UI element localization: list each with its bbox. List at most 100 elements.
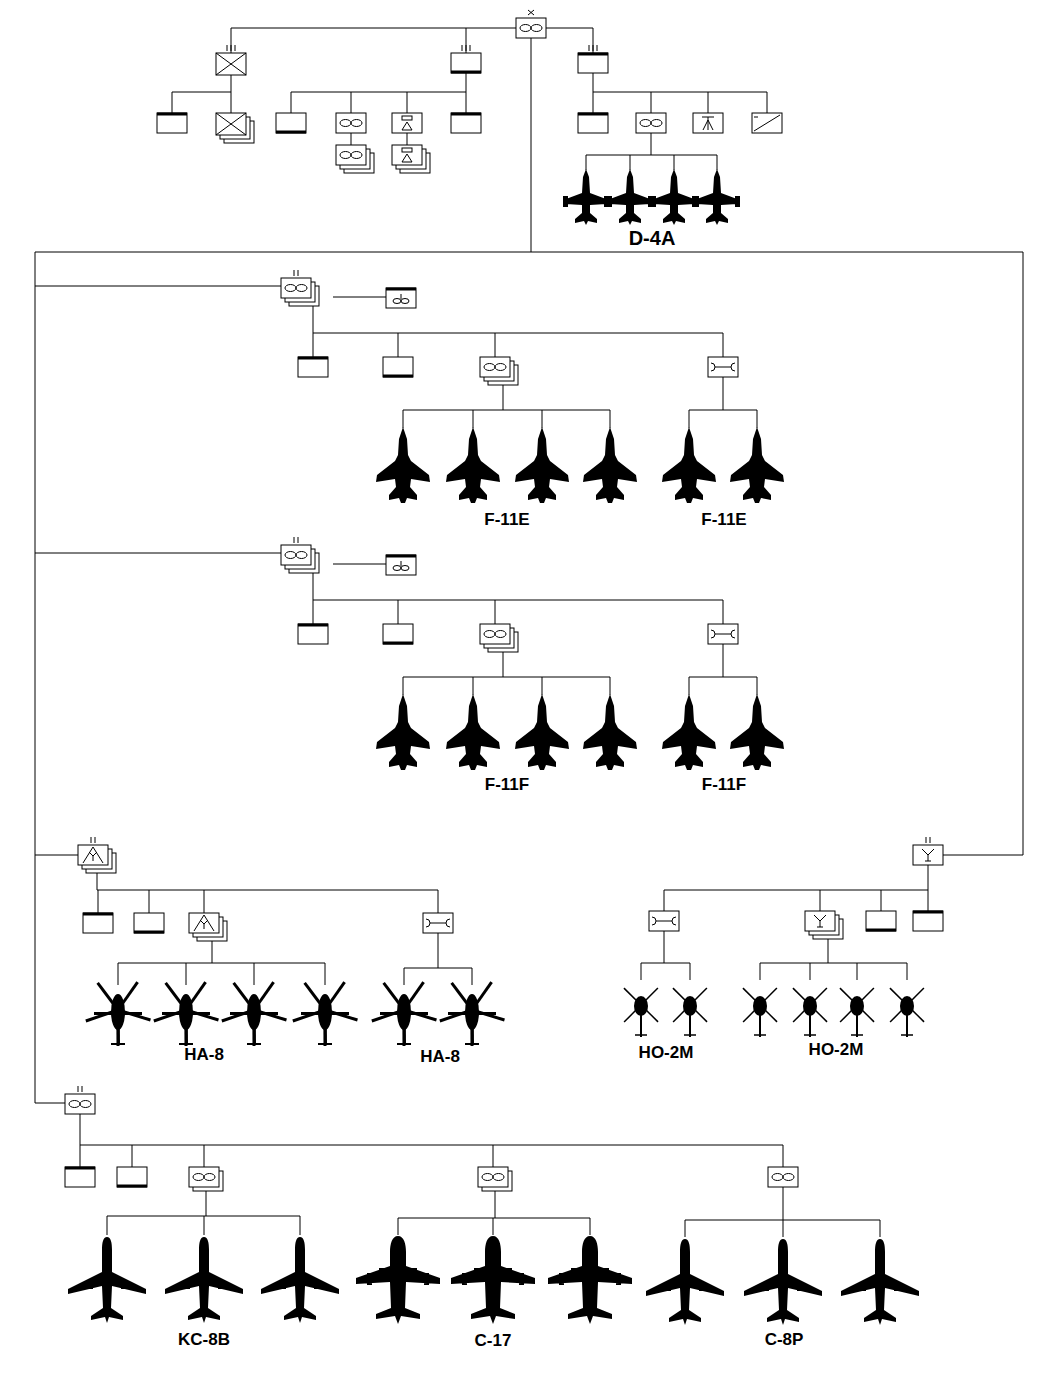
airfield-symbol — [401, 299, 409, 304]
symbol-stroke — [656, 921, 672, 922]
utility-helicopter-silhouette — [793, 988, 827, 1037]
org-line — [630, 155, 631, 170]
org-line — [313, 573, 314, 600]
symbol-stroke — [451, 113, 481, 116]
symbol-stroke — [294, 537, 295, 543]
symbol-stroke — [247, 1043, 261, 1045]
unit-symbol — [451, 45, 481, 73]
aircraft-type-label: F-11E — [484, 510, 529, 530]
unit-frame — [65, 1094, 95, 1114]
unit-frame — [423, 913, 453, 933]
org-line — [783, 1187, 784, 1220]
symbol-stroke — [820, 921, 821, 927]
symbol-stroke — [157, 113, 187, 116]
unit-symbol — [157, 113, 187, 133]
org-line — [664, 890, 665, 911]
org-line — [313, 306, 314, 333]
symbol-stroke — [462, 45, 463, 51]
symbol-stroke — [702, 117, 714, 118]
symbol-stroke — [401, 561, 402, 566]
helicopter-tail — [253, 1024, 256, 1046]
unit-symbol — [189, 1167, 223, 1191]
symbol-stroke — [913, 911, 943, 914]
symbol-stroke — [134, 931, 164, 934]
fighter-silhouette — [376, 694, 430, 770]
aircraft-type-label: F-11F — [485, 775, 529, 795]
airliner-silhouette — [68, 1237, 146, 1323]
org-line — [810, 963, 811, 980]
symbol-stroke — [111, 1043, 125, 1045]
org-line — [689, 410, 690, 428]
helicopter-tail — [185, 1024, 188, 1046]
symbol-stroke — [528, 10, 534, 15]
unit-frame — [83, 913, 113, 933]
org-line — [172, 92, 231, 93]
org-line — [664, 931, 665, 963]
org-line — [717, 155, 718, 170]
unit-symbol — [913, 911, 943, 931]
unit-frame — [451, 113, 481, 133]
org-line — [542, 677, 543, 695]
unit-symbol — [478, 1167, 512, 1191]
org-line — [546, 28, 593, 53]
org-line — [757, 410, 758, 428]
org-line — [493, 1145, 494, 1167]
org-line — [291, 92, 466, 93]
unit-symbol — [134, 913, 164, 933]
aviation-symbol — [193, 1174, 204, 1181]
aviation-symbol — [772, 1174, 783, 1181]
org-line — [610, 410, 611, 428]
fighter-silhouette — [446, 427, 500, 503]
symbol-stroke — [866, 929, 896, 932]
unit-symbol — [65, 1167, 95, 1187]
helicopter-tail — [759, 1013, 761, 1037]
org-line — [333, 297, 386, 298]
unit-frame — [708, 624, 738, 644]
unit-symbol — [83, 913, 113, 933]
org-line — [438, 933, 439, 968]
unit-frame — [649, 911, 679, 931]
symbol-stroke — [276, 131, 306, 134]
unit-symbol — [516, 10, 546, 38]
aviation-symbol — [204, 1174, 215, 1181]
helicopter-tail — [471, 1024, 474, 1046]
wire-layer — [35, 28, 1023, 1237]
org-line — [313, 333, 314, 357]
aircraft-type-label: HA-8 — [184, 1045, 224, 1065]
unit-symbol — [117, 1167, 147, 1187]
unit-symbol — [480, 357, 518, 385]
unit-symbol — [189, 913, 227, 941]
symbol-stroke — [216, 53, 246, 75]
maintenance-symbol — [446, 919, 450, 927]
org-line — [80, 1114, 81, 1145]
symbol-stroke — [578, 113, 608, 116]
org-line — [651, 133, 652, 155]
unit-frame — [478, 1167, 508, 1187]
airliner-silhouette — [646, 1239, 724, 1325]
symbol-stroke — [298, 270, 299, 276]
symbol-stroke — [82, 1086, 83, 1092]
airfield-symbol — [393, 566, 401, 571]
unit-symbol — [480, 624, 518, 652]
symbol-stroke — [78, 1086, 79, 1092]
fighter-silhouette — [583, 427, 637, 503]
symbol-stroke — [91, 837, 92, 843]
unit-symbol — [578, 113, 608, 133]
aircraft-type-label: HO-2M — [809, 1040, 864, 1060]
org-line — [118, 963, 325, 964]
helicopter-tail — [856, 1013, 858, 1037]
org-line — [118, 963, 119, 985]
org-line — [466, 28, 467, 53]
org-line — [760, 963, 761, 980]
org-line — [783, 1220, 784, 1237]
org-line — [689, 677, 690, 695]
aviation-symbol — [340, 120, 351, 127]
helicopter-tail — [117, 1024, 120, 1046]
unit-frame — [386, 288, 416, 308]
aviation-symbol — [495, 631, 506, 638]
symbol-stroke — [204, 924, 205, 929]
aviation-symbol — [296, 285, 307, 292]
aircraft-type-label: C-17 — [475, 1331, 512, 1351]
unit-frame — [578, 113, 608, 133]
